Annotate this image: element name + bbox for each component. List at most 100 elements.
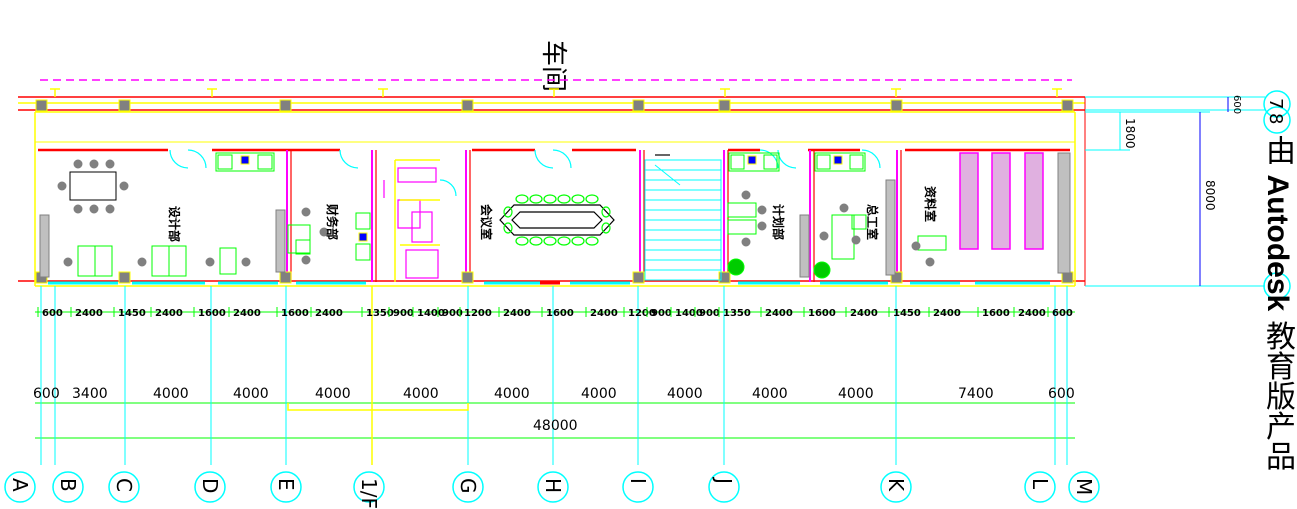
dim-small-label: 2400 [503, 308, 531, 319]
dim-small-label: 1600 [198, 308, 226, 319]
dim-total: 48000 [533, 418, 578, 434]
dimension-lines [35, 311, 1075, 439]
archive-furniture [911, 152, 1071, 274]
room-label-meeting: 会议室 [479, 204, 494, 240]
dim-mid-label: 4000 [233, 386, 269, 402]
axis-bubble [353, 471, 385, 503]
dim-mid-label: 4000 [153, 386, 189, 402]
toilet-fixtures [355, 212, 371, 261]
dim-mid-label: 4000 [581, 386, 617, 402]
toilet-block [383, 167, 439, 279]
doors [169, 149, 881, 197]
toilet-marker [358, 232, 368, 242]
axis-bubble [194, 471, 226, 503]
dim-mid-label: 4000 [494, 386, 530, 402]
finance-furniture [287, 207, 329, 265]
manager-furniture [799, 152, 896, 279]
dim-mid-label: 4000 [403, 386, 439, 402]
dim-small-label: 1600 [808, 308, 836, 319]
dim-mid-label: 4000 [667, 386, 703, 402]
axis-label: 1/F [357, 478, 381, 509]
axis-label: H [541, 478, 565, 493]
dim-small-label: 1600 [546, 308, 574, 319]
dim-right-depth: 8000 [1203, 180, 1217, 211]
axis-bubble [708, 471, 740, 503]
dim-small-label: 1400 [417, 308, 445, 319]
watermark: 由 Autodesk 教育版产品 [1260, 135, 1295, 471]
axis-bubble [880, 471, 912, 503]
axis-bubble [1068, 471, 1100, 503]
dim-highlight [287, 403, 469, 411]
dim-small-label: 1450 [893, 308, 921, 319]
axis-label: C [112, 478, 136, 492]
top-wall-ticks [50, 88, 1062, 97]
room-label-design: 设计部 [167, 206, 182, 242]
dim-mid-label: 4000 [838, 386, 874, 402]
dim-mid-label: 7400 [958, 386, 994, 402]
axis-label: B [56, 478, 80, 492]
dim-small-label: 1600 [982, 308, 1010, 319]
workshop-title: 车间 [538, 40, 568, 92]
dim-small-label: 2400 [155, 308, 183, 319]
axis-label: L [1028, 478, 1052, 490]
axis-label: J [712, 476, 736, 484]
axis-right-7: 7 [1265, 98, 1286, 109]
dim-small-label: 1350 [366, 308, 394, 319]
right-axis-bubbles [1263, 90, 1291, 300]
axis-bubble [452, 471, 484, 503]
dim-small-label: 2400 [590, 308, 618, 319]
planning-furniture [727, 152, 780, 276]
axis-label: K [884, 478, 908, 492]
dim-small-label: 1450 [118, 308, 146, 319]
toilet-walls [394, 159, 440, 282]
dim-small-label: 2400 [850, 308, 878, 319]
axis-bubble [108, 471, 140, 503]
meeting-table [499, 194, 615, 246]
axis-label: A [8, 478, 32, 492]
dim-small-label: 900 [651, 308, 672, 319]
room-label-finance: 财务部 [325, 203, 340, 240]
axis-label: I [626, 478, 650, 484]
axis-bubble [270, 471, 302, 503]
dim-small-label: 2400 [233, 308, 261, 319]
dim-small-label: 1350 [723, 308, 751, 319]
dim-small-label: 900 [393, 308, 414, 319]
dim-small-label: 900 [699, 308, 720, 319]
watermark-prefix: 由 [1260, 135, 1295, 165]
dim-right-top: 600 [1231, 95, 1242, 114]
axis-bubble [537, 471, 569, 503]
axis-bubble [622, 471, 654, 503]
right-dimensions [1085, 96, 1265, 287]
dim-small-label: 2400 [315, 308, 343, 319]
dim-small-label: 2400 [765, 308, 793, 319]
dim-mid-label: 4000 [315, 386, 351, 402]
dim-mid-label: 600 [33, 386, 60, 402]
dim-small-label: 2400 [75, 308, 103, 319]
axis-lines [40, 286, 1068, 465]
design-furniture [39, 152, 286, 278]
watermark-brand: Autodesk [1261, 174, 1294, 312]
dim-small-label: 1200 [628, 308, 656, 319]
dim-small-label: 900 [442, 308, 463, 319]
axis-bubble [52, 471, 84, 503]
dim-small-label: 1600 [281, 308, 309, 319]
dim-small-label: 600 [42, 308, 63, 319]
staircase [644, 149, 722, 281]
room-labels: 设计部 财务部 会议室 计划部 总工室 资料室 [167, 186, 938, 242]
dim-small-label: 600 [1052, 308, 1073, 319]
room-label-manager: 总工室 [865, 204, 880, 240]
building-outline [18, 96, 1086, 287]
partition-walls-red [290, 150, 902, 282]
dim-mid-label: 3400 [72, 386, 108, 402]
dim-small-label: 2400 [1018, 308, 1046, 319]
dim-small-label: 2400 [933, 308, 961, 319]
room-label-planning: 计划部 [771, 204, 786, 240]
watermark-suffix: 教育版产品 [1260, 320, 1295, 471]
room-label-archive: 资料室 [923, 186, 938, 222]
axis-bubble [1024, 471, 1056, 503]
dim-mid-label: 600 [1048, 386, 1075, 402]
dim-small-label: 1400 [675, 308, 703, 319]
